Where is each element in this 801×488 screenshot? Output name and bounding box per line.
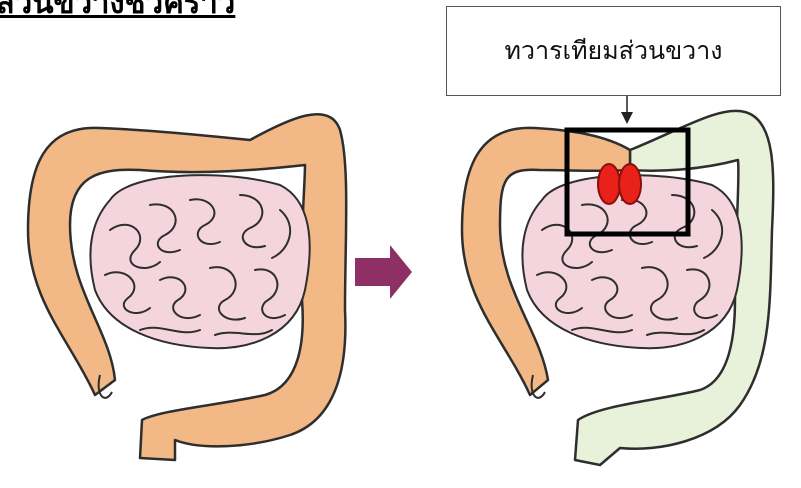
arrow-right-icon [355,245,412,299]
colon-after-illustration [462,111,773,465]
colon-before-illustration [28,114,346,460]
stoma-callout-label: ทวารเทียมส่วนขวาง [446,6,781,96]
